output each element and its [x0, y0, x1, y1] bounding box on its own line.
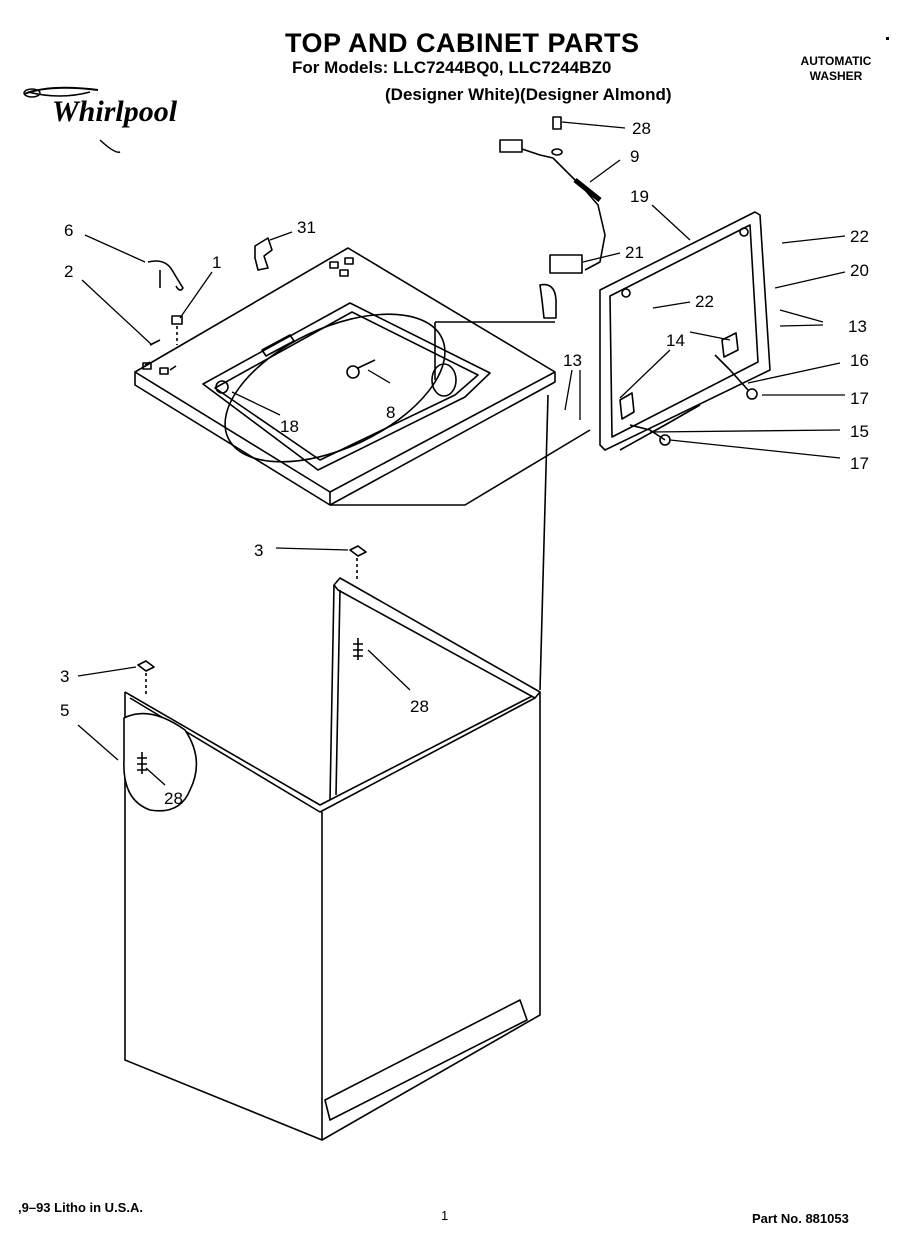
callout-15: 15	[850, 422, 869, 441]
part-1	[171, 315, 183, 325]
lid-switch-harness	[499, 116, 606, 274]
callout-2: 2	[64, 262, 73, 281]
callout-9: 9	[630, 147, 639, 166]
callout-20: 20	[850, 261, 869, 280]
guide-line	[539, 394, 549, 691]
screw-28-mid	[353, 638, 363, 660]
product-type-line2: WASHER	[809, 69, 863, 83]
callout-3-top: 3	[254, 541, 263, 560]
callout-28-top: 28	[632, 119, 651, 138]
product-type: AUTOMATIC WASHER	[790, 54, 882, 84]
product-type-line1: AUTOMATIC	[800, 54, 872, 68]
washer-top-panel	[134, 247, 556, 506]
litho-note: ,9–93 Litho in U.S.A.	[18, 1200, 143, 1215]
callout-8: 8	[386, 403, 395, 422]
callout-3-left: 3	[60, 667, 69, 686]
callout-13-left: 13	[563, 351, 582, 370]
callout-13-right: 13	[848, 317, 867, 336]
callout-18: 18	[280, 417, 299, 436]
clip-3-top	[349, 545, 367, 557]
console-frame	[599, 211, 771, 451]
callout-17-bottom: 17	[850, 454, 869, 473]
hinge	[539, 283, 557, 319]
callout-14: 14	[666, 331, 685, 350]
bracket-31	[254, 237, 273, 271]
screw-28-low	[137, 752, 147, 774]
callout-28-low: 28	[164, 789, 183, 808]
brand-logo: Whirlpool	[52, 95, 178, 128]
variants-line: (Designer White)(Designer Almond)	[385, 85, 672, 104]
corner-mark	[886, 37, 889, 40]
spring-clip-6	[147, 260, 184, 291]
part-18	[215, 380, 229, 394]
callout-16: 16	[850, 351, 869, 370]
brand-logo-swoosh	[23, 86, 121, 153]
part-number: Part No. 881053	[752, 1211, 849, 1226]
callout-1: 1	[212, 253, 221, 272]
models-line: For Models: LLC7244BQ0, LLC7244BZ0	[292, 58, 612, 77]
clip-3-left	[137, 660, 155, 672]
callout-19: 19	[630, 187, 649, 206]
callout-28-mid: 28	[410, 697, 429, 716]
page-title: TOP AND CABINET PARTS	[285, 28, 640, 58]
leader-lines	[77, 121, 846, 786]
callout-17-top: 17	[850, 389, 869, 408]
cabinet	[123, 577, 541, 1141]
guide-line	[330, 429, 591, 506]
callout-22-mid: 22	[695, 292, 714, 311]
callout-5: 5	[60, 701, 69, 720]
callout-6: 6	[64, 221, 73, 240]
callout-22-top: 22	[850, 227, 869, 246]
callout-31: 31	[297, 218, 316, 237]
screw-8	[346, 359, 376, 379]
callout-21: 21	[625, 243, 644, 262]
page-number: 1	[441, 1208, 449, 1223]
